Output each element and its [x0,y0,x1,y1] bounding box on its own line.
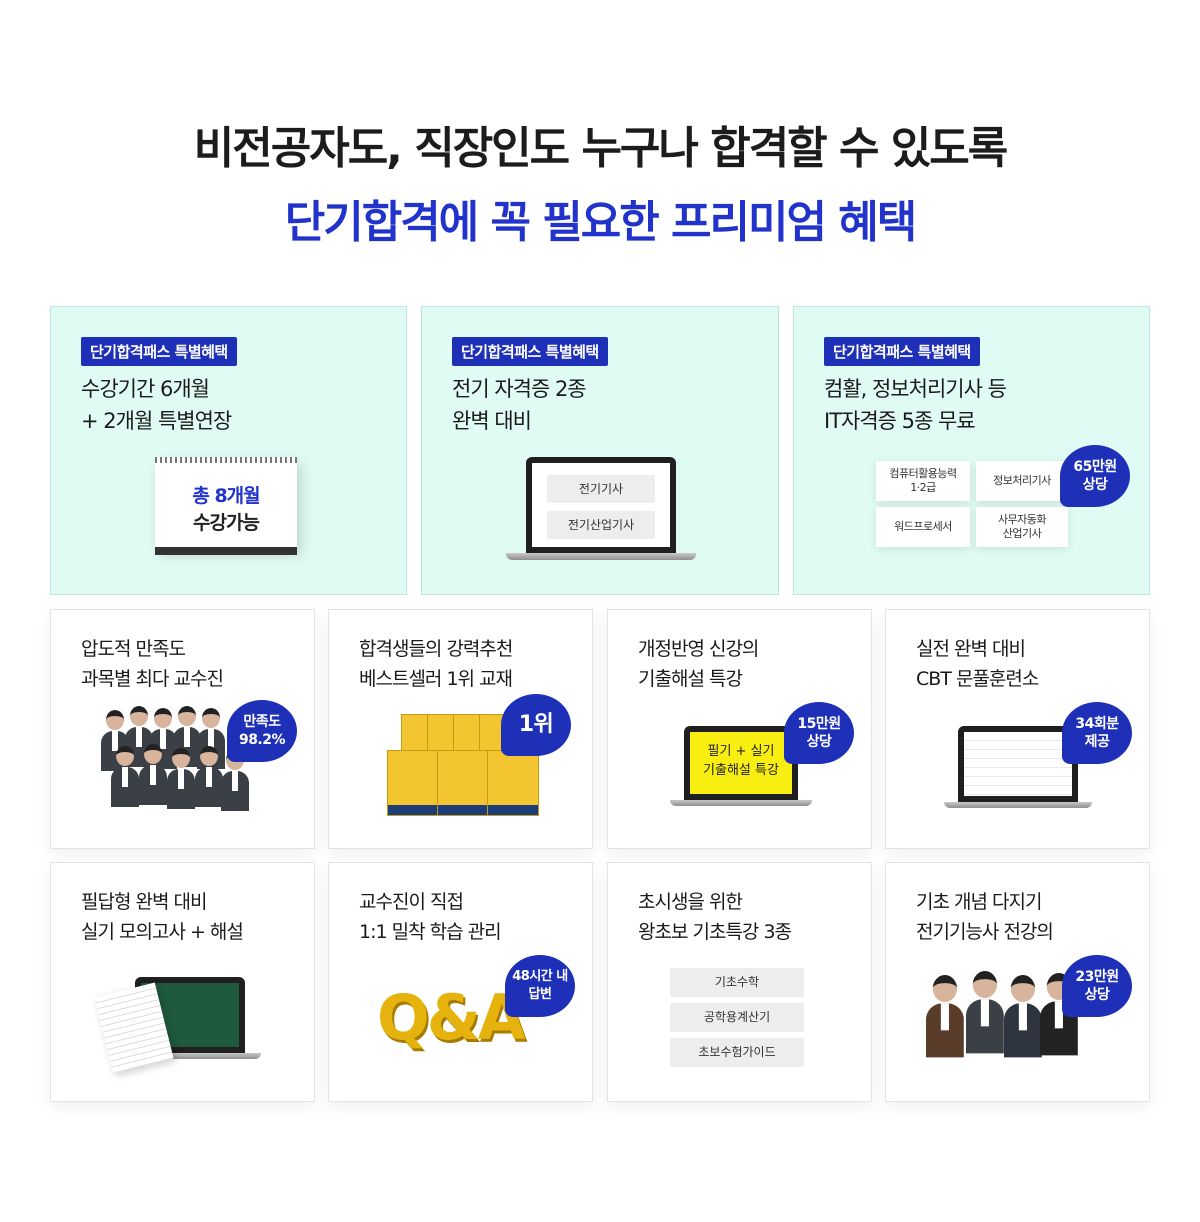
benefit-tag: 단기합격패스 특별혜택 [824,337,980,366]
basic-lecture-item: 초보수험가이드 [670,1038,804,1067]
it-cert-item: 워드프로세서 [876,507,970,547]
card-title: 컴활, 정보처리기사 등 IT자격증 5종 무료 [824,377,1007,433]
benefit-card-it-certificates: 단기합격패스 특별혜택 컴활, 정보처리기사 등 IT자격증 5종 무료 컴퓨터… [793,306,1150,595]
calendar-illustration: 총 8개월 수강가능 [155,457,297,555]
basic-lecture-item: 공학용계산기 [670,1003,804,1032]
benefit-card-certificates: 단기합격패스 특별혜택 전기 자격증 2종 완벽 대비 전기기사 전기산업기사 [421,306,779,595]
headline-line2: 단기합격에 꼭 필요한 프리미엄 혜택 [284,197,917,248]
cert-item: 전기기사 [547,475,655,503]
it-cert-item: 정보처리기사 [976,461,1068,501]
qna-icon: Q&A [377,981,526,1054]
card-title: 수강기간 6개월 + 2개월 특별연장 [81,377,232,433]
benefit-tag: 단기합격패스 특별혜택 [452,337,608,366]
basic-lecture-item: 기초수학 [670,968,804,997]
cert-item: 전기산업기사 [547,511,655,539]
benefit-tag: 단기합격패스 특별혜택 [81,337,237,366]
rank-badge: 1위 [501,694,571,756]
laptop-illustration [684,726,798,800]
calendar-total: 총 8개월 [192,485,260,507]
card-title: 전기 자격증 2종 완벽 대비 [452,377,587,433]
calendar-label: 수강가능 [193,512,260,534]
benefit-card-period: 단기합격패스 특별혜택 수강기간 6개월 + 2개월 특별연장 총 8개월 수강… [50,306,407,595]
headline-line1: 비전공자도, 직장인도 누구나 합격할 수 있도록 [193,123,1008,174]
laptop-illustration [958,726,1078,802]
